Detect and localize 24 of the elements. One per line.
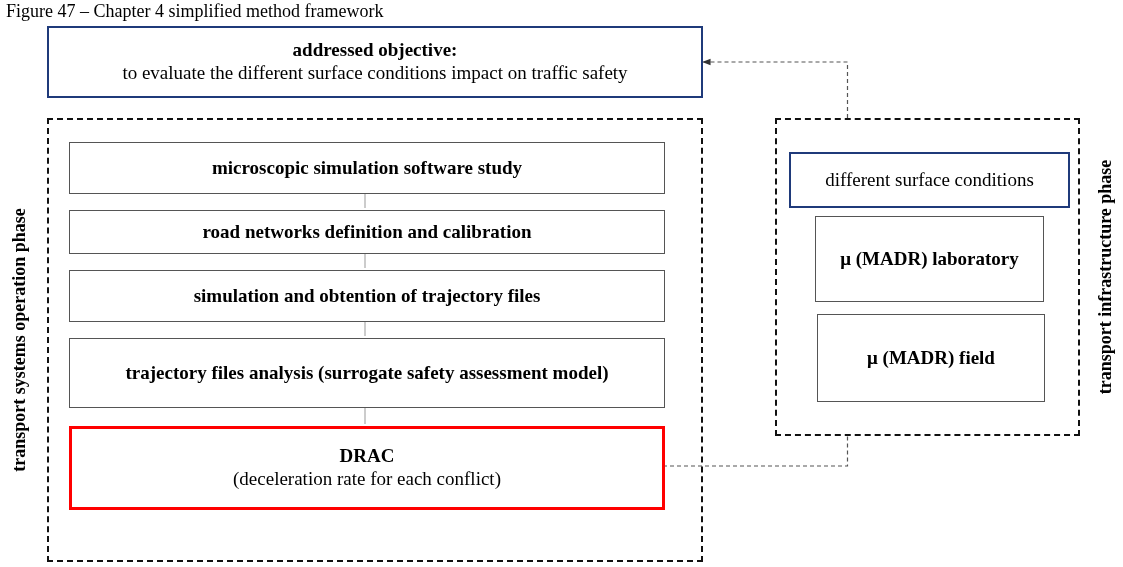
process-box (815, 216, 1044, 302)
box-text: (deceleration rate for each conflict) (233, 468, 501, 491)
process-box (69, 210, 665, 254)
process-box (69, 142, 665, 194)
input-box (789, 152, 1070, 208)
box-heading: trajectory files analysis (surrogate safety assessment model) (125, 361, 609, 385)
phase-label: transport systems operation phase (8, 208, 30, 472)
figure-title: Figure 47 – Chapter 4 simplified method framework (6, 1, 384, 22)
process-box (817, 314, 1045, 402)
box-heading: microscopic simulation software study (211, 156, 523, 180)
box-heading: simulation and obtention of trajectory files (193, 284, 541, 308)
phase-label: transport infrastructure phase (1094, 159, 1116, 395)
process-box (69, 338, 665, 408)
objective-box (47, 26, 703, 98)
box-text: to evaluate the different surface conditions impact on traffic safety (122, 62, 628, 85)
box-heading: DRAC (339, 445, 395, 468)
box-heading: addressed objective: (292, 39, 458, 62)
result-box (69, 426, 665, 510)
box-heading: μ (MADR) field (867, 346, 995, 370)
box-heading: μ (MADR) laboratory (840, 247, 1019, 271)
box-heading: road networks definition and calibration (202, 220, 532, 244)
dashed-connector (702, 58, 849, 119)
process-box (69, 270, 665, 322)
box-heading: different surface conditions (825, 168, 1034, 192)
